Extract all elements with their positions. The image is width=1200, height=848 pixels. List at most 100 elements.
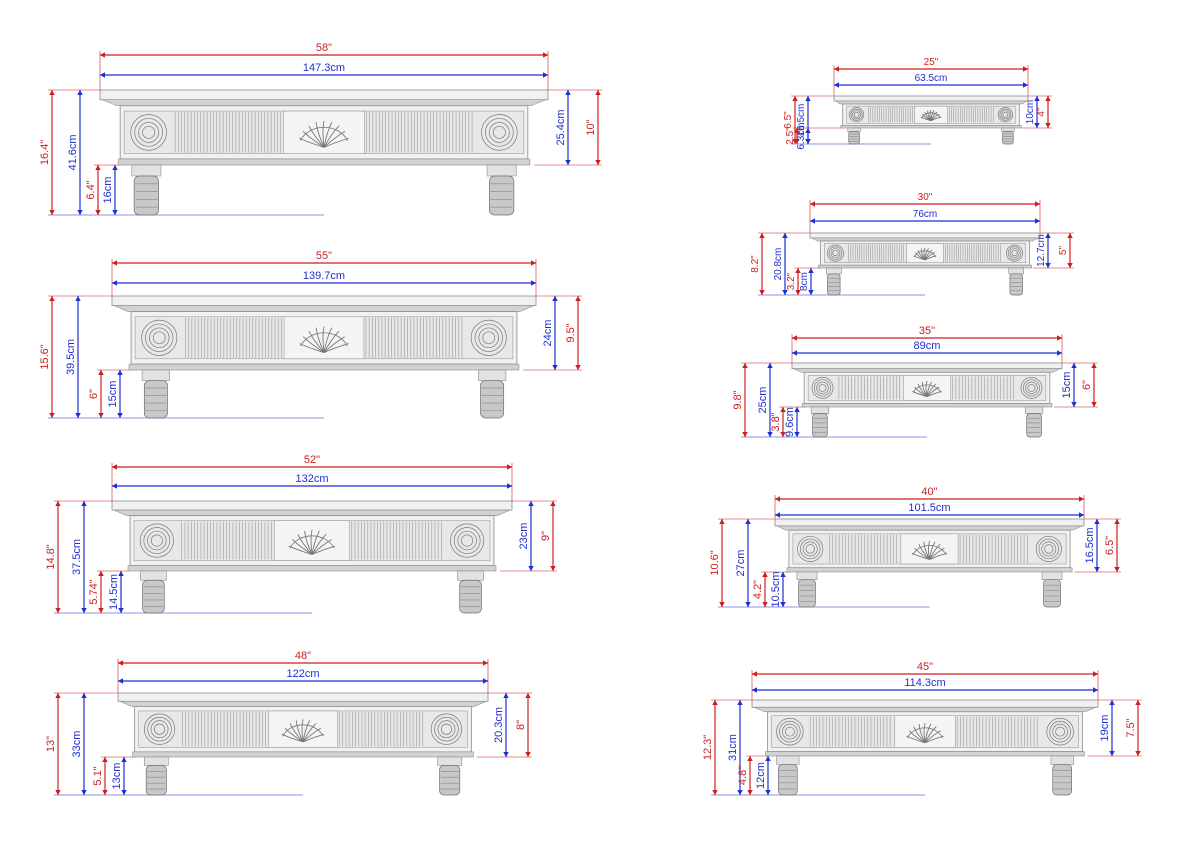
body-height-imperial: 7.5" <box>1125 700 1141 756</box>
overall-width-metric: 89cm <box>792 340 1062 356</box>
left-corbel-foot <box>776 755 800 796</box>
overall-width-metric: 122cm <box>118 668 488 684</box>
overall-width-imperial: 25" <box>834 57 1028 72</box>
leg-height-imperial-label: 6" <box>88 389 100 399</box>
overall-width-imperial-label: 40" <box>921 486 937 498</box>
leg-height-metric: 15cm <box>107 370 123 418</box>
flute-panel <box>838 376 1014 400</box>
overall-width-imperial-label: 58" <box>316 42 332 54</box>
shelf-drawing <box>751 699 1099 796</box>
leg-height-imperial: 6" <box>88 370 104 418</box>
right-rosette <box>430 713 463 745</box>
leg-height-metric-label: 14.5cm <box>108 574 120 610</box>
body-height-metric: 16.5cm <box>1084 519 1100 572</box>
overall-height-imperial-label: 6.5" <box>783 111 794 129</box>
body-height-imperial: 4" <box>1036 96 1051 128</box>
right-rosette <box>1020 377 1043 399</box>
leg-height-metric: 9.6cm <box>784 407 800 437</box>
right-rosette <box>1046 717 1074 746</box>
body-height-imperial-label: 5" <box>1058 246 1069 256</box>
overall-height-metric-label: 33cm <box>71 731 83 758</box>
flute-panel <box>182 711 424 747</box>
leg-height-metric: 12cm <box>755 756 771 795</box>
body-height-metric-label: 12.7cm <box>1036 234 1047 267</box>
center-shell-carving <box>273 520 351 561</box>
leg-height-imperial: 4.8" <box>737 756 753 795</box>
leg-height-imperial: 3.2" <box>786 268 801 295</box>
right-rosette <box>470 319 507 356</box>
overall-height-imperial-label: 15.6" <box>39 344 51 369</box>
shelf-drawing <box>809 232 1041 296</box>
leg-height-metric-label: 13cm <box>111 763 123 790</box>
leg-height-metric-label: 16cm <box>102 177 114 204</box>
overall-height-imperial-label: 13" <box>45 736 57 752</box>
overall-height-metric-label: 31cm <box>727 734 739 761</box>
body-height-imperial: 9.5" <box>565 296 581 370</box>
leg-height-imperial-label: 6.4" <box>85 180 97 199</box>
left-corbel-foot <box>131 164 162 216</box>
body-height-imperial-label: 9" <box>540 531 552 541</box>
overall-width-metric-label: 76cm <box>913 209 937 220</box>
leg-height-imperial: 6.4" <box>85 165 101 215</box>
flute-panel <box>809 716 1038 747</box>
right-corbel-foot <box>1024 406 1044 438</box>
leg-height-metric: 13cm <box>111 757 127 795</box>
overall-width-metric: 101.5cm <box>775 502 1084 518</box>
overall-height-imperial: 10.6" <box>709 519 725 607</box>
overall-width-metric: 132cm <box>112 473 512 489</box>
left-rosette <box>141 319 178 356</box>
overall-width-metric: 63.5cm <box>834 73 1028 88</box>
overall-height-metric: 25cm <box>757 363 773 437</box>
overall-height-imperial-label: 10.6" <box>709 550 721 575</box>
overall-height-metric-label: 16.5cm <box>796 104 807 137</box>
right-corbel-foot <box>478 369 507 419</box>
overall-height-imperial-label: 16.4" <box>39 140 51 165</box>
body-height-metric: 12.7cm <box>1036 233 1051 268</box>
body-height-metric: 23cm <box>518 501 534 571</box>
leg-height-metric-label: 12cm <box>755 762 767 789</box>
leg-height-metric-label: 10.5cm <box>770 571 782 607</box>
overall-width-metric-label: 139.7cm <box>303 270 345 282</box>
leg-height-imperial: 4.2" <box>752 572 768 607</box>
body-height-metric: 10cm <box>1025 96 1040 128</box>
right-rosette <box>481 114 518 151</box>
overall-width-imperial: 35" <box>792 325 1062 341</box>
right-rosette <box>1006 244 1023 262</box>
left-rosette <box>827 244 844 262</box>
right-corbel-foot <box>1001 127 1015 145</box>
flute-panel <box>868 107 994 123</box>
left-corbel-foot <box>141 369 170 419</box>
body-height-imperial-label: 8" <box>515 720 527 730</box>
overall-width-metric-label: 132cm <box>295 473 328 485</box>
left-rosette <box>811 377 834 399</box>
leg-height-imperial: 5.74" <box>88 571 104 613</box>
body-height-imperial-label: 10" <box>585 119 597 135</box>
body-height-metric-label: 15cm <box>1061 372 1073 399</box>
body-height-metric-label: 19cm <box>1099 715 1111 742</box>
overall-width-imperial-label: 45" <box>917 661 933 673</box>
overall-height-imperial: 8.2" <box>750 233 765 295</box>
center-shell-carving <box>900 533 959 565</box>
overall-height-metric-label: 39.5cm <box>65 339 77 375</box>
center-shell-carving <box>894 715 956 748</box>
overall-width-metric-label: 89cm <box>914 340 941 352</box>
leg-height-metric-label: 15cm <box>107 381 119 408</box>
overall-height-imperial-label: 8.2" <box>750 255 761 273</box>
left-corbel-foot <box>140 570 167 614</box>
overall-height-imperial-label: 9.8" <box>732 390 744 409</box>
body-height-metric: 25.4cm <box>555 90 571 165</box>
overall-width-imperial: 48" <box>118 650 488 666</box>
